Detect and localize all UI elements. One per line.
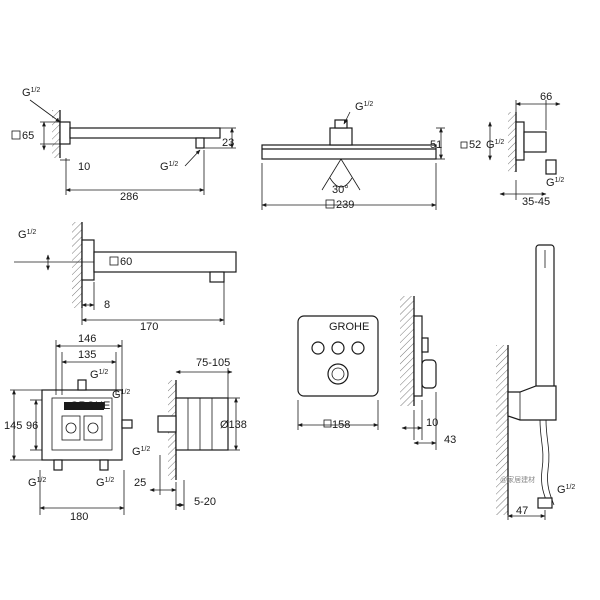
- outlet-plate: [515, 121, 525, 161]
- wall-outlet-view: 66 52 G1/2 G1/2 35-45: [460, 91, 564, 208]
- outlet-connector: [545, 159, 557, 175]
- brand-plate: [64, 402, 104, 410]
- rough-in-front-view: GROHE 146 135 145 96 G1/2 G1/2 G1/2: [4, 333, 133, 523]
- trim-side-plate: [413, 315, 423, 397]
- hand-shower-view: G1/2 47: [496, 244, 575, 520]
- rough-dim-180: 180: [70, 511, 88, 523]
- side-dim-range2: 5-20: [194, 496, 216, 508]
- head-shower-view: G1/2 51 30° 239: [261, 101, 445, 211]
- tub-dim-square: 60: [120, 256, 132, 268]
- outlet-dim-range: 35-45: [522, 196, 550, 208]
- head-dim-width: 239: [336, 199, 354, 211]
- trim-side-dim-10: 10: [426, 417, 438, 429]
- rough-dim-96: 96: [26, 420, 38, 432]
- holder-bracket: [507, 385, 557, 421]
- spout-body: [69, 127, 221, 139]
- spout-escutcheon: [59, 121, 71, 145]
- spout-view: G1/2 65 10 286 23 G1/2: [11, 87, 236, 203]
- tub-dim-offset: 8: [104, 299, 110, 311]
- trim-side-view: 10 43: [400, 296, 456, 450]
- tub-thread-label: G1/2: [18, 229, 36, 241]
- tub-spout-view: G1/2 60 8 170: [14, 222, 237, 333]
- rough-thread-bl: G1/2: [28, 477, 46, 489]
- outlet-body: [523, 131, 547, 153]
- trim-plate: [297, 315, 379, 397]
- button-3: [351, 341, 365, 355]
- button-2: [331, 341, 345, 355]
- button-1: [311, 341, 325, 355]
- rough-dim-135: 135: [78, 349, 96, 361]
- outlet-dim-width: 66: [540, 91, 552, 103]
- spout-thread-label: G1/2: [22, 87, 40, 99]
- trim-brand: GROHE: [329, 321, 369, 333]
- outlet-thread-bottom: G1/2: [546, 177, 564, 189]
- tub-dim-length: 170: [140, 321, 158, 333]
- tub-escutcheon: [81, 239, 95, 281]
- spout-dim-offset: 10: [78, 161, 90, 173]
- square-symbol: [11, 130, 21, 140]
- outlet-dim-square: 52: [469, 139, 481, 151]
- hand-thread: G1/2: [557, 484, 575, 496]
- spout-thread-bottom: G1/2: [160, 161, 178, 173]
- outlet-thread-label: G1/2: [486, 139, 504, 151]
- trim-dim-square: 158: [332, 419, 350, 431]
- rough-dim-146: 146: [78, 333, 96, 345]
- rough-thread-right: G1/2: [112, 389, 130, 401]
- spout-dim-square: 65: [22, 130, 34, 142]
- tub-spout-body: [93, 251, 237, 273]
- side-dim-25: 25: [134, 477, 146, 489]
- trim-side-dim-43: 43: [444, 434, 456, 446]
- thermostat-knob: [327, 363, 349, 385]
- shower-joint: [329, 127, 353, 146]
- side-dim-range: 75-105: [196, 357, 230, 369]
- rough-in-side-view: 75-105 Ø138 G1/2 25 5-20: [132, 357, 247, 510]
- spout-outlet: [195, 137, 205, 149]
- watermark: @家居建材: [500, 475, 535, 484]
- rough-thread-br: G1/2: [96, 477, 114, 489]
- head-angle: 30°: [332, 184, 349, 196]
- hose: [539, 419, 549, 506]
- head-dim-height: 51: [430, 139, 442, 151]
- trim-plate-view: GROHE 158: [297, 315, 379, 431]
- trim-side-knob: [421, 359, 437, 389]
- shower-plate: [261, 144, 437, 160]
- rough-in-body: [41, 389, 123, 461]
- side-body: [175, 397, 229, 451]
- side-dim-dia: Ø138: [220, 419, 247, 431]
- spout-dim-height: 23: [222, 137, 234, 149]
- wall-hatch: [52, 110, 60, 158]
- rough-in-brand: GROHE: [70, 400, 110, 412]
- spout-dim-length: 286: [120, 191, 138, 203]
- side-thread: G1/2: [132, 446, 150, 458]
- head-thread-label: G1/2: [355, 101, 373, 113]
- rough-dim-145: 145: [4, 420, 22, 432]
- rough-thread-top: G1/2: [90, 369, 108, 381]
- hand-dim-47: 47: [516, 505, 528, 517]
